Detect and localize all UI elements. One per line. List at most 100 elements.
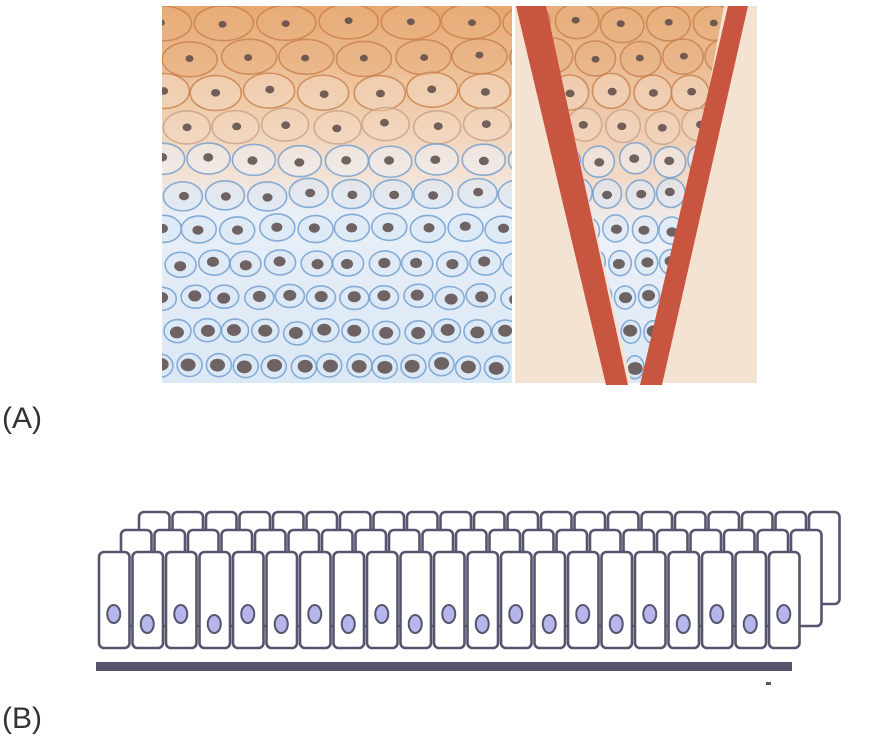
- cell-nucleus: [611, 225, 622, 234]
- cell-nucleus: [410, 258, 422, 268]
- cell-nucleus: [665, 188, 675, 197]
- cell-nucleus: [498, 224, 509, 233]
- cell-nucleus: [301, 55, 309, 62]
- cell-nucleus: [271, 223, 282, 232]
- cell-nucleus: [237, 361, 252, 374]
- cell: [132, 319, 159, 342]
- cell-nucleus: [766, 51, 774, 58]
- basement-membrane: [96, 662, 792, 671]
- columnar-cell: [233, 552, 264, 648]
- columnar-cell-nucleus: [643, 605, 656, 623]
- cell-nucleus: [498, 325, 512, 337]
- columnar-cell-rows: [99, 512, 840, 648]
- cell-nucleus: [181, 358, 196, 371]
- cell-nucleus: [232, 225, 243, 234]
- cell-nucleus: [274, 256, 286, 266]
- cell: [132, 6, 191, 41]
- columnar-cell-nucleus: [141, 615, 154, 633]
- cell-nucleus: [332, 125, 341, 133]
- cell-nucleus: [572, 17, 580, 24]
- cell-nucleus: [203, 153, 213, 162]
- cell-nucleus: [617, 20, 625, 27]
- cell-nucleus: [265, 86, 274, 94]
- cell-nucleus: [244, 54, 252, 61]
- cell-nucleus: [188, 290, 201, 301]
- columnar-cell-nucleus: [409, 615, 422, 633]
- cell-nucleus: [619, 292, 632, 303]
- cell-nucleus: [649, 89, 658, 97]
- cell-nucleus: [207, 257, 219, 267]
- columnar-cell-nucleus: [174, 605, 187, 623]
- wedge-panel: [490, 4, 792, 385]
- cell-nucleus: [757, 21, 765, 28]
- cell-nucleus: [154, 358, 169, 371]
- columnar-cell-nucleus: [509, 605, 522, 623]
- cell-nucleus: [473, 188, 483, 197]
- cell-nucleus: [636, 190, 646, 199]
- cell-nucleus: [267, 359, 282, 372]
- cell-nucleus: [312, 259, 324, 269]
- cell: [148, 354, 173, 377]
- columnar-cell: [434, 552, 465, 648]
- cell-nucleus: [179, 192, 189, 201]
- cell-nucleus: [636, 55, 644, 62]
- cell-nucleus: [253, 291, 266, 302]
- cell-nucleus: [346, 223, 357, 232]
- columnar-cell: [367, 552, 398, 648]
- cell-nucleus: [139, 258, 151, 268]
- columnar-cell-nucleus: [342, 615, 355, 633]
- columnar-epithelium: [96, 512, 840, 685]
- columnar-cell-nucleus: [777, 605, 790, 623]
- cell-nucleus: [347, 191, 357, 200]
- cell-nucleus: [478, 256, 490, 266]
- columnar-cell-nucleus: [107, 605, 120, 623]
- cell-nucleus: [247, 156, 257, 165]
- cell-nucleus: [475, 291, 488, 302]
- cell-nucleus: [138, 324, 152, 336]
- columnar-cell-nucleus: [610, 615, 623, 633]
- cell-nucleus: [380, 119, 389, 127]
- cell-nucleus: [221, 192, 231, 201]
- cell-nucleus: [383, 223, 394, 232]
- cell-nucleus: [766, 158, 776, 167]
- cell-nucleus: [629, 154, 639, 163]
- cell-nucleus: [489, 362, 504, 375]
- cell-nucleus: [348, 291, 361, 302]
- stratified-epithelium-panel: [105, 4, 565, 383]
- cell-nucleus: [315, 291, 328, 302]
- cell-nucleus: [378, 258, 390, 268]
- cell-nucleus: [592, 56, 600, 63]
- cell-nucleus: [407, 18, 415, 25]
- cell-nucleus: [345, 17, 353, 24]
- cell-nucleus: [461, 361, 476, 374]
- cell-nucleus: [263, 193, 273, 202]
- cell-nucleus: [475, 52, 483, 59]
- cell-nucleus: [427, 86, 436, 94]
- cell-nucleus: [217, 293, 230, 304]
- cell-nucleus: [323, 360, 338, 373]
- cell-nucleus: [687, 88, 696, 96]
- columnar-cell: [568, 552, 599, 648]
- cell-nucleus: [155, 292, 168, 303]
- cell-nucleus: [434, 122, 443, 130]
- columnar-cell: [702, 552, 733, 648]
- cell-nucleus: [289, 327, 303, 339]
- cell-nucleus: [157, 19, 165, 26]
- cell-nucleus: [665, 19, 673, 26]
- cell-nucleus: [420, 54, 428, 61]
- cell-nucleus: [470, 326, 484, 338]
- cell-nucleus: [170, 326, 184, 338]
- cell-nucleus: [479, 157, 489, 166]
- cell-nucleus: [377, 361, 392, 374]
- cell-nucleus: [411, 327, 425, 339]
- cell-nucleus: [602, 191, 612, 200]
- columnar-cell: [501, 552, 532, 648]
- cell-nucleus: [157, 224, 168, 233]
- cell-nucleus: [240, 260, 252, 270]
- cell-nucleus: [405, 360, 420, 373]
- cell-nucleus: [594, 158, 604, 167]
- columnar-cell: [99, 552, 130, 648]
- cell-nucleus: [258, 325, 272, 337]
- cell-nucleus: [192, 225, 203, 234]
